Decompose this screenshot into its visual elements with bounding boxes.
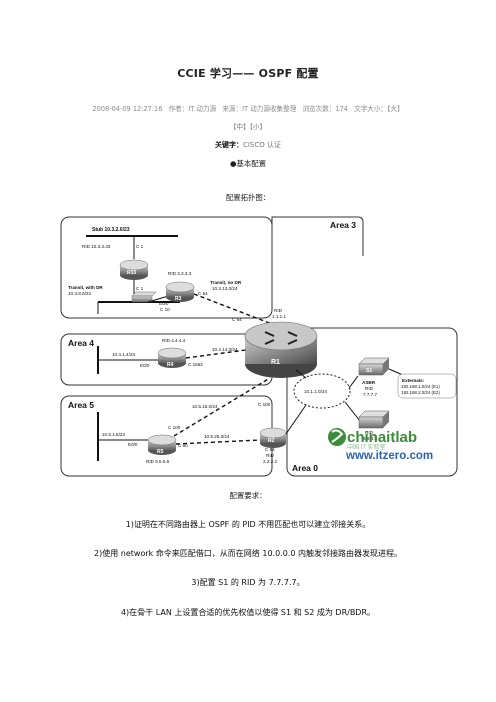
externals-e2: 192.168.2.0/24 (E2) <box>401 390 440 395</box>
r2-name: R2 <box>268 438 275 444</box>
r5-c50: C 50 <box>178 443 188 448</box>
article-title: CCIE 学习—— OSPF 配置 <box>177 67 319 80</box>
section-basic-config: ●基本配置 <box>229 159 266 168</box>
s1-rid-2: 7.7.7.7 <box>363 392 377 397</box>
r33-name: R33 <box>127 270 136 276</box>
area3-box-right <box>271 216 364 256</box>
meta-source: 来源：IT 动力源收集整理 <box>222 105 297 113</box>
requirement-4-num: 4) <box>120 608 130 617</box>
s2-rid-1: RID <box>365 430 374 435</box>
transit-dr-label-2: 10.3.8.0/23 <box>68 291 91 296</box>
r3-c10: C 10 <box>160 307 170 312</box>
stub-label: Stub 10.3.2.0/23 <box>92 227 130 233</box>
transit-dr-label-1: Transit, with DR <box>68 285 103 290</box>
cloud-net-label: 10.1.1.0/24 <box>304 389 327 394</box>
keywords-link[interactable]: CISCO 认证 <box>242 141 282 149</box>
logo-url: www.itzero.com <box>345 450 433 462</box>
s1-name: S1 <box>366 368 372 374</box>
ethernet-cloud <box>293 373 351 409</box>
requirement-2-text: 使用 network 命令来匹配借口，从而在网络 10.0.0.0 内触发邻接路… <box>102 549 402 558</box>
requirement-3-text: 配置 S1 的 RID 为 7.7.7.7。 <box>199 578 305 587</box>
link-r4-r1 <box>185 349 247 359</box>
keywords-label: 关键字： <box>214 141 243 149</box>
router-r4 <box>157 347 187 368</box>
meta-author: 作者：IT 动力源 <box>168 105 217 113</box>
requirement-1-num: 1) <box>125 520 134 529</box>
requirement-1: 1)证明在不同路由器上 OSPF 的 PID 不用匹配也可以建立邻接关系。 <box>0 519 496 530</box>
s1-rid-1: RID <box>365 386 374 391</box>
meta-date: 2008-04-09 12:27:16 <box>92 105 163 113</box>
router-r1 <box>244 321 318 378</box>
r3-e0: E0/0 <box>159 301 169 306</box>
requirement-3-num: 3) <box>191 578 200 587</box>
r5-e0: E0/0 <box>128 442 138 447</box>
r1-name: R1 <box>271 359 280 366</box>
area3-box <box>60 216 273 319</box>
requirement-2-num: 2) <box>94 549 103 558</box>
externals-e1: 192.168.1.0/24 (E1) <box>401 384 440 389</box>
area3-label: Area 3 <box>330 220 356 230</box>
externals-title: Externals: <box>402 378 425 383</box>
transit-nodr-label-2: 10.3.13.0/24 <box>212 286 238 291</box>
r33-lan-cost: C 1 <box>136 286 144 291</box>
router-r33 <box>119 259 149 280</box>
r4-name: R4 <box>167 362 174 368</box>
switch-area3 <box>131 291 157 303</box>
requirement-1-text: 证明在不同路由器上 OSPF 的 PID 不用匹配也可以建立邻接关系。 <box>133 520 371 529</box>
switch-s2 <box>358 410 390 429</box>
r4-c1562: C 1562 <box>188 362 203 367</box>
keywords-line: 关键字：CISCO 认证 <box>0 140 496 150</box>
topology-heading: 配置拓扑图： <box>225 193 271 202</box>
requirement-3: 3)配置 S1 的 RID 为 7.7.7.7。 <box>0 577 496 588</box>
area0-box <box>286 327 458 477</box>
r4-rid: RID 4.4.4.4 <box>162 338 186 343</box>
r4-e0: E0/0 <box>140 363 150 368</box>
r1-c100: C 100 <box>258 402 271 407</box>
r2-rid-1: RID <box>266 453 275 458</box>
r2-c64: C 64 <box>265 447 275 452</box>
r5-rid: RID 5.5.5.5 <box>146 459 170 464</box>
font-size-control[interactable]: 文字大小：【大】 <box>354 105 404 113</box>
switch-s1 <box>358 357 390 376</box>
r5-net2: 10.5.25.0/24 <box>204 434 230 439</box>
s2-rid-2: 8.8.8.8 <box>363 436 377 441</box>
net-15-label: 10.5.15.0/24 <box>192 404 218 409</box>
link-r5-r2 <box>175 439 261 445</box>
r33-cost: C 1 <box>136 244 144 249</box>
logo-brand: chinaitlab <box>347 429 417 446</box>
r3-rid: RID 3.3.3.3 <box>168 271 192 276</box>
requirement-4: 4)在骨干 LAN 上设置合适的优先权值以使得 S1 和 S2 成为 DR/BD… <box>0 607 496 618</box>
r2-rid-2: 2.2.2.2 <box>263 459 277 464</box>
ospf-topology-diagram: Area 3 Area 4 Area 5 Area 0 Stub 10.3.2.… <box>60 216 458 477</box>
r5-c100: C 100 <box>168 425 181 430</box>
area5-label: Area 5 <box>68 400 94 410</box>
router-r3 <box>165 281 195 302</box>
transit-nodr-label-1: Transit, no DR <box>210 280 242 285</box>
r1-c64-upper: C 64 <box>232 317 242 322</box>
r4-net2: 10.4.14.0/24 <box>212 347 238 352</box>
requirements-heading: 配置要求： <box>229 491 267 500</box>
chinaitlab-logo <box>328 428 346 446</box>
r33-rid: RID 10.3.3.33 <box>82 244 111 249</box>
logo-sub: 中国 IT 实验室 <box>347 443 386 451</box>
r5-name: R5 <box>157 449 164 455</box>
s1-role: ASBR <box>362 380 376 385</box>
font-size-options[interactable]: 【中】【小】 <box>229 123 267 131</box>
r4-net1: 10.4.1.4/23 <box>112 352 135 357</box>
r3-name: R3 <box>175 296 182 302</box>
requirement-4-text: 在骨干 LAN 上设置合适的优先权值以使得 S1 和 S2 成为 DR/BDR。 <box>129 608 376 617</box>
meta-views: 浏览次数：174 <box>302 105 348 113</box>
area4-label: Area 4 <box>68 338 94 348</box>
r1-rid-2: 1.1.1.1 <box>272 314 286 319</box>
link-r5-r1 <box>173 377 271 437</box>
r3-c64: C 64 <box>198 291 208 296</box>
article-meta: 2008-04-09 12:27:16 作者：IT 动力源 来源：IT 动力源收… <box>0 103 496 113</box>
r1-rid-1: RID <box>274 308 283 313</box>
area0-label: Area 0 <box>292 463 318 473</box>
router-r2 <box>259 427 287 448</box>
router-r5 <box>147 434 177 455</box>
r5-net1: 10.5.1.5/24 <box>102 432 125 437</box>
requirement-2: 2)使用 network 命令来匹配借口，从而在网络 10.0.0.0 内触发邻… <box>0 548 496 559</box>
